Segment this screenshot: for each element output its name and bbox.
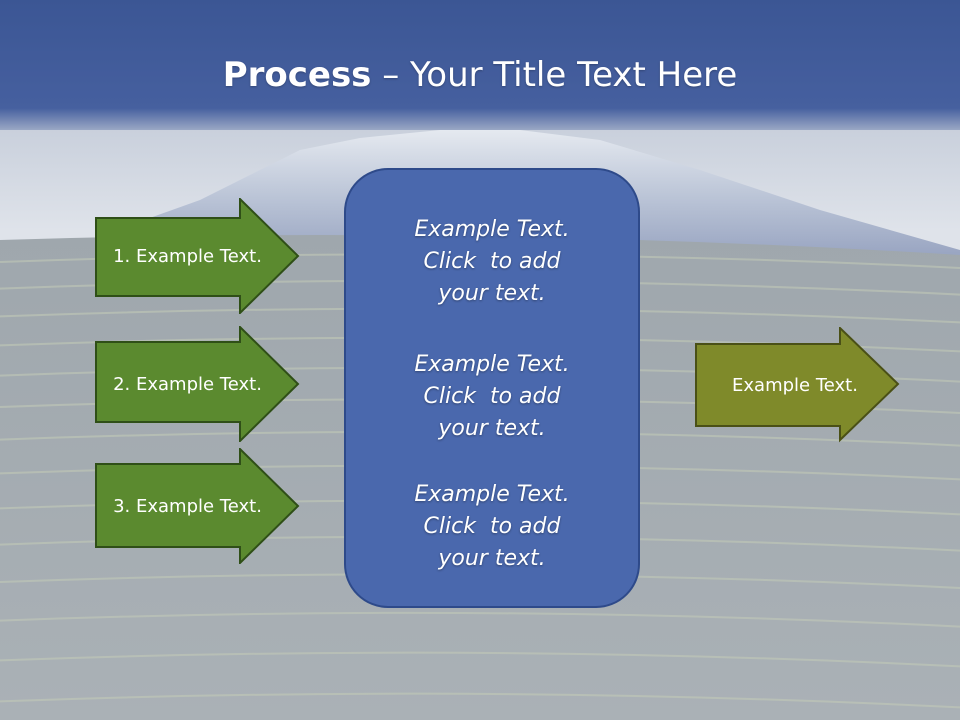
center-text-block-3[interactable]: Example Text. Click to add your text. bbox=[346, 479, 638, 575]
center-text-block-1[interactable]: Example Text. Click to add your text. bbox=[346, 214, 638, 310]
field-row bbox=[0, 611, 960, 628]
arrow-step-1[interactable]: 1. Example Text. bbox=[95, 198, 300, 314]
arrow-right-icon bbox=[95, 448, 300, 564]
arrow-step-3-label: 3. Example Text. bbox=[113, 495, 262, 517]
center-content-box[interactable]: Example Text. Click to add your text. Ex… bbox=[344, 168, 640, 608]
title-rest: – Your Title Text Here bbox=[371, 55, 738, 95]
arrow-right-icon bbox=[95, 326, 300, 442]
arrow-result[interactable]: Example Text. bbox=[695, 327, 900, 443]
arrow-step-3[interactable]: 3. Example Text. bbox=[95, 448, 300, 564]
arrow-result-label: Example Text. bbox=[732, 374, 858, 396]
arrow-step-1-label: 1. Example Text. bbox=[113, 245, 262, 267]
arrow-step-2[interactable]: 2. Example Text. bbox=[95, 326, 300, 442]
block-3-line-1: Example Text. bbox=[414, 482, 570, 507]
center-text-block-2[interactable]: Example Text. Click to add your text. bbox=[346, 349, 638, 445]
block-3-line-3: your text. bbox=[438, 546, 546, 571]
arrow-step-2-label: 2. Example Text. bbox=[113, 373, 262, 395]
slide-title: Process – Your Title Text Here bbox=[0, 50, 960, 100]
block-1-line-1: Example Text. bbox=[414, 217, 570, 242]
block-2-line-2: Click to add bbox=[423, 384, 561, 409]
block-1-line-3: your text. bbox=[438, 281, 546, 306]
arrow-right-icon bbox=[95, 198, 300, 314]
block-2-line-3: your text. bbox=[438, 416, 546, 441]
arrow-right-icon bbox=[695, 327, 900, 443]
title-bold: Process bbox=[222, 55, 372, 95]
field-row bbox=[0, 692, 960, 709]
block-1-line-2: Click to add bbox=[423, 249, 561, 274]
block-2-line-1: Example Text. bbox=[414, 352, 570, 377]
block-3-line-2: Click to add bbox=[423, 514, 561, 539]
field-row bbox=[0, 651, 960, 668]
